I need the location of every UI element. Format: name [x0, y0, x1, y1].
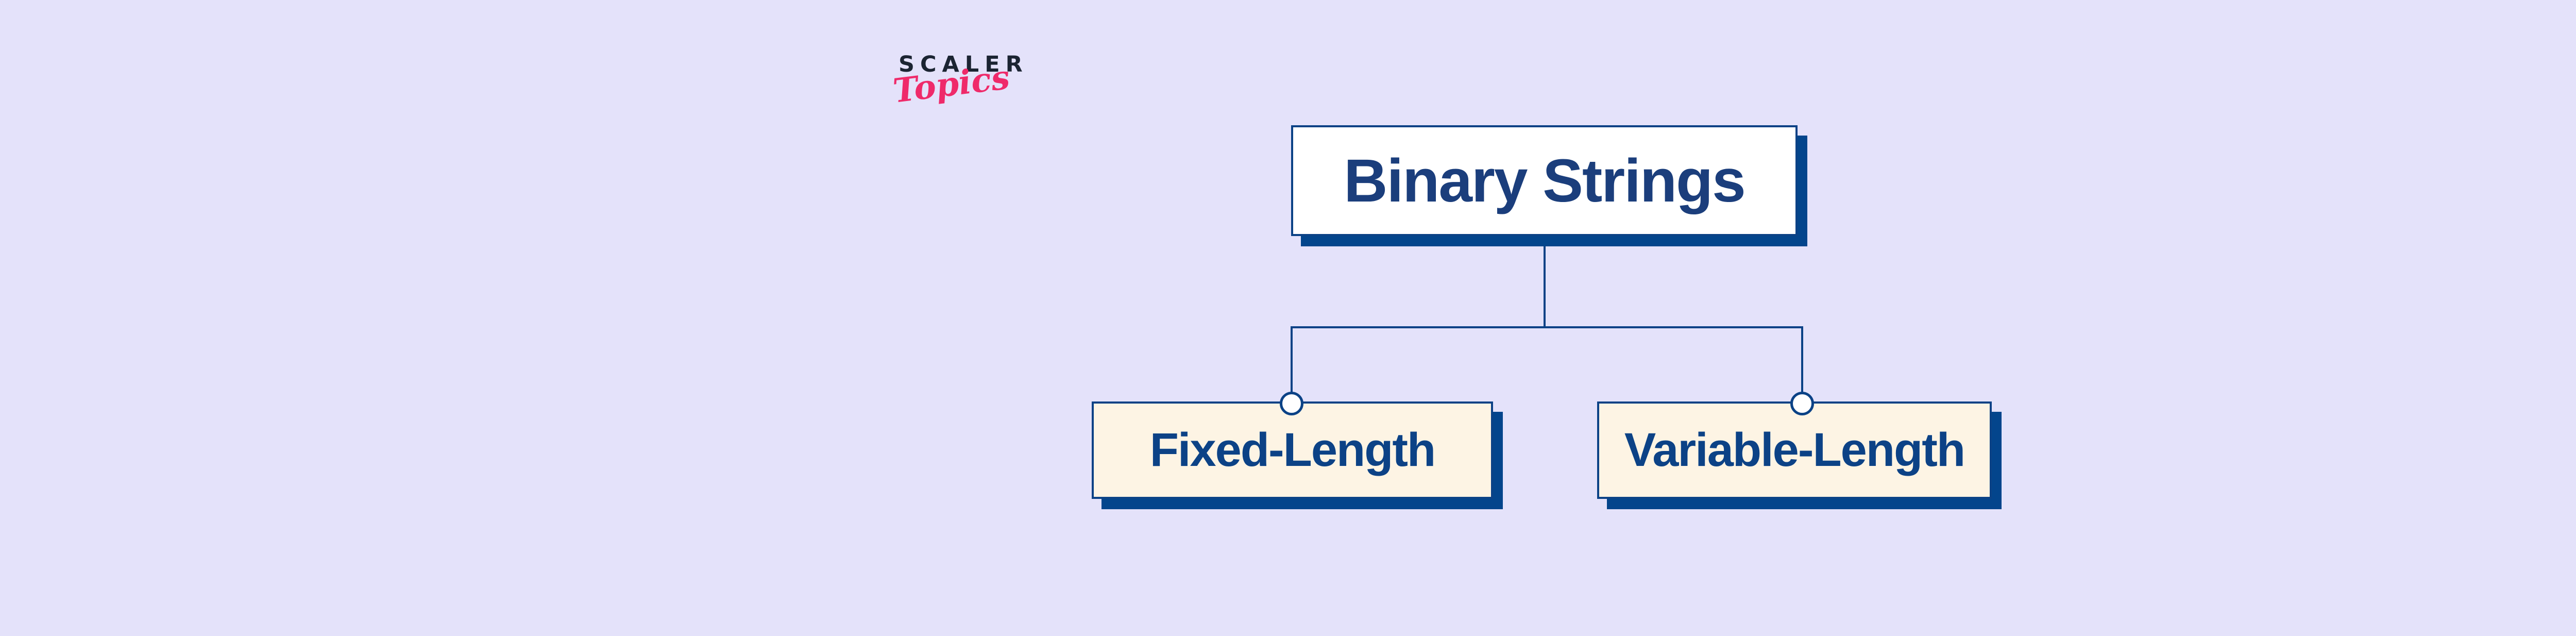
logo-brand-text: SCALER	[899, 52, 1028, 77]
connector-drop-right	[1801, 326, 1803, 404]
connector-trunk-line	[1544, 237, 1546, 328]
connector-port-circle-left	[1280, 392, 1303, 415]
node-fixed-length-label: Fixed-Length	[1149, 424, 1436, 476]
node-variable-length: Variable-Length	[1597, 401, 1992, 499]
connector-port-circle-right	[1790, 392, 1814, 415]
connector-drop-left	[1291, 326, 1293, 404]
scaler-topics-logo: SCALER Topics	[891, 52, 1047, 111]
node-binary-strings: Binary Strings	[1291, 125, 1798, 236]
node-variable-length-label: Variable-Length	[1624, 424, 1965, 476]
node-fixed-length: Fixed-Length	[1092, 401, 1493, 499]
node-binary-strings-label: Binary Strings	[1344, 146, 1746, 215]
connector-horizontal-rail	[1291, 326, 1803, 328]
